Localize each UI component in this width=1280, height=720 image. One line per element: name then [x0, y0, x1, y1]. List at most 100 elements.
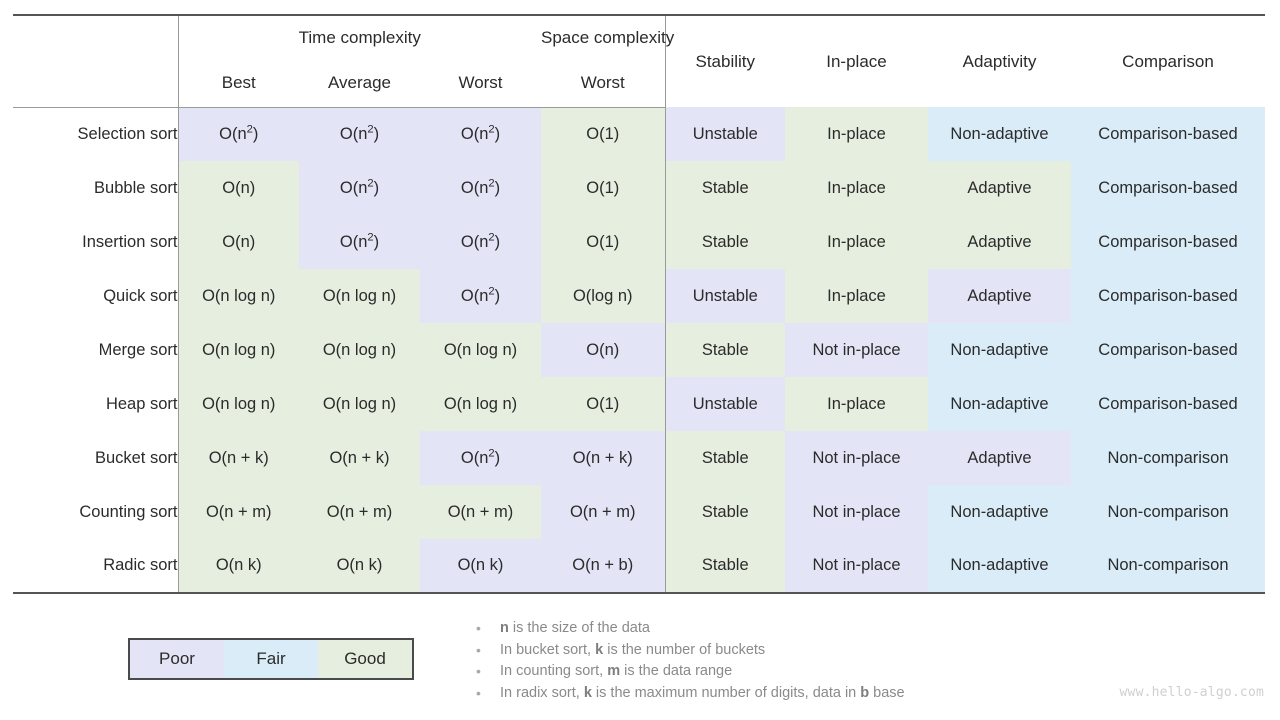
cell-worst-time: O(n2): [420, 269, 541, 323]
cell-best: O(n): [177, 161, 299, 215]
cell-comparison: Non-comparison: [1071, 485, 1265, 539]
cell-worst-space: O(1): [541, 161, 665, 215]
cell-stability: Unstable: [664, 377, 785, 431]
cell-in-place: In-place: [785, 215, 928, 269]
header-sub-row: Best Average Worst Worst: [13, 59, 1265, 108]
row-algorithm-name: Counting sort: [13, 485, 178, 539]
cell-best: O(n + k): [177, 431, 299, 485]
footnote-item: In radix sort, k is the maximum number o…: [470, 683, 1090, 705]
header-corner-cell: [13, 15, 178, 59]
cell-in-place: In-place: [785, 377, 928, 431]
cell-adaptivity: Adaptive: [928, 269, 1071, 323]
cell-worst-time: O(n2): [420, 107, 541, 161]
footnote-item: In bucket sort, k is the number of bucke…: [470, 640, 1090, 662]
comparison-table-container: Time complexity Space complexity Stabili…: [13, 14, 1265, 594]
cell-worst-space: O(n + b): [541, 539, 665, 593]
row-algorithm-name: Merge sort: [13, 323, 178, 377]
cell-in-place: In-place: [785, 107, 928, 161]
footnote-item: n is the size of the data: [470, 618, 1090, 640]
header-comparison: Comparison: [1122, 51, 1214, 71]
header-best: Best: [177, 59, 299, 108]
cell-adaptivity: Adaptive: [928, 215, 1071, 269]
watermark: www.hello-algo.com: [1119, 685, 1264, 700]
cell-in-place: Not in-place: [785, 431, 928, 485]
sorting-comparison-table: Time complexity Space complexity Stabili…: [13, 14, 1265, 594]
header-adaptivity: Adaptivity: [962, 51, 1037, 71]
footnote-item: In counting sort, m is the data range: [470, 661, 1090, 683]
cell-stability: Stable: [664, 161, 785, 215]
cell-comparison: Comparison-based: [1071, 215, 1265, 269]
row-algorithm-name: Bubble sort: [13, 161, 178, 215]
cell-worst-space: O(1): [541, 107, 665, 161]
cell-average: O(n + m): [299, 485, 420, 539]
cell-worst-space: O(n + m): [541, 485, 665, 539]
cell-worst-time: O(n2): [420, 215, 541, 269]
cell-stability: Stable: [664, 323, 785, 377]
cell-adaptivity: Non-adaptive: [928, 377, 1071, 431]
cell-worst-space: O(n + k): [541, 431, 665, 485]
header-space-complexity: Space complexity: [541, 27, 675, 47]
cell-in-place: In-place: [785, 269, 928, 323]
cell-average: O(n2): [299, 215, 420, 269]
legend-item-fair: Fair: [224, 640, 318, 678]
cell-best: O(n2): [177, 107, 299, 161]
cell-worst-time: O(n log n): [420, 377, 541, 431]
cell-comparison: Comparison-based: [1071, 107, 1265, 161]
cell-adaptivity: Adaptive: [928, 161, 1071, 215]
cell-worst-time: O(n + m): [420, 485, 541, 539]
cell-average: O(n2): [299, 161, 420, 215]
header-average: Average: [299, 59, 420, 108]
cell-stability: Unstable: [664, 107, 785, 161]
cell-worst-space: O(n): [541, 323, 665, 377]
cell-comparison: Comparison-based: [1071, 377, 1265, 431]
cell-in-place: In-place: [785, 161, 928, 215]
cell-average: O(n log n): [299, 323, 420, 377]
cell-in-place: Not in-place: [785, 539, 928, 593]
cell-best: O(n log n): [177, 323, 299, 377]
row-algorithm-name: Quick sort: [13, 269, 178, 323]
cell-best: O(n k): [177, 539, 299, 593]
cell-adaptivity: Non-adaptive: [928, 107, 1071, 161]
cell-worst-time: O(n log n): [420, 323, 541, 377]
row-algorithm-name: Selection sort: [13, 107, 178, 161]
cell-best: O(n log n): [177, 269, 299, 323]
cell-adaptivity: Adaptive: [928, 431, 1071, 485]
cell-worst-time: O(n2): [420, 431, 541, 485]
cell-stability: Stable: [664, 431, 785, 485]
cell-worst-space: O(log n): [541, 269, 665, 323]
cell-best: O(n log n): [177, 377, 299, 431]
cell-average: O(n log n): [299, 377, 420, 431]
cell-average: O(n k): [299, 539, 420, 593]
header-algorithm-column: [13, 59, 178, 108]
header-worst-space: Worst: [541, 59, 665, 108]
cell-average: O(n log n): [299, 269, 420, 323]
cell-in-place: Not in-place: [785, 485, 928, 539]
cell-comparison: Comparison-based: [1071, 161, 1265, 215]
cell-stability: Unstable: [664, 269, 785, 323]
header-stability: Stability: [664, 15, 785, 107]
cell-worst-time: O(n2): [420, 161, 541, 215]
cell-stability: Stable: [664, 215, 785, 269]
cell-adaptivity: Non-adaptive: [928, 323, 1071, 377]
legend-item-poor: Poor: [130, 640, 224, 678]
header-worst-time: Worst: [420, 59, 541, 108]
cell-stability: Stable: [664, 539, 785, 593]
header-group-row: Time complexity Space complexity Stabili…: [13, 15, 1265, 107]
cell-comparison: Comparison-based: [1071, 269, 1265, 323]
cell-worst-time: O(n k): [420, 539, 541, 593]
cell-best: O(n): [177, 215, 299, 269]
header-in-place: In-place: [826, 51, 887, 71]
cell-comparison: Non-comparison: [1071, 431, 1265, 485]
row-algorithm-name: Insertion sort: [13, 215, 178, 269]
cell-comparison: Comparison-based: [1071, 323, 1265, 377]
row-algorithm-name: Radic sort: [13, 539, 178, 593]
